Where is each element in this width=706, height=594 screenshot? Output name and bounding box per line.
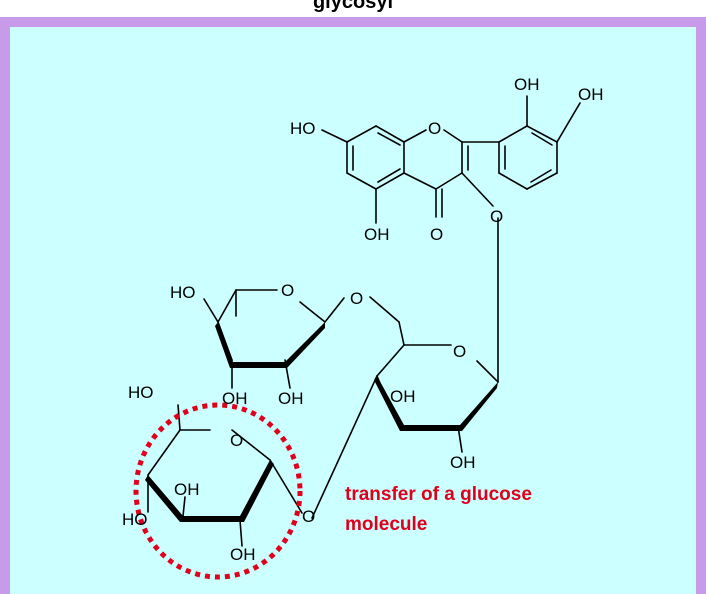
- label-ho: HO: [170, 283, 196, 302]
- annotation-line-2: molecule: [345, 514, 427, 535]
- diagram-panel: [10, 27, 696, 594]
- label-ho: HO: [128, 383, 154, 402]
- label-oh: OH: [514, 75, 540, 94]
- annotation-line-1: transfer of a glucose: [345, 484, 532, 505]
- bonds: [147, 95, 581, 547]
- label-o: O: [350, 289, 363, 308]
- page-title: glycosyl: [312, 0, 394, 13]
- label-o: O: [302, 507, 315, 526]
- label-ho: HO: [122, 510, 148, 529]
- atom-labels: OH OH HO O OH O O HO O O OH OH O OH OH H…: [122, 75, 604, 564]
- label-o: O: [453, 342, 466, 361]
- label-o: O: [430, 225, 443, 244]
- label-oh: OH: [450, 453, 476, 472]
- label-oh: OH: [222, 389, 248, 408]
- label-oh: OH: [364, 225, 390, 244]
- label-o: O: [230, 431, 243, 450]
- label-oh: OH: [174, 480, 200, 499]
- wedge-bonds: [145, 322, 498, 522]
- label-o: O: [428, 119, 441, 138]
- highlight-circle: [133, 402, 303, 580]
- label-ho: HO: [290, 119, 316, 138]
- label-oh: OH: [578, 85, 604, 104]
- label-o: O: [281, 281, 294, 300]
- label-oh: OH: [390, 387, 416, 406]
- label-oh: OH: [230, 545, 256, 564]
- label-oh: OH: [278, 389, 304, 408]
- label-o: O: [490, 207, 503, 226]
